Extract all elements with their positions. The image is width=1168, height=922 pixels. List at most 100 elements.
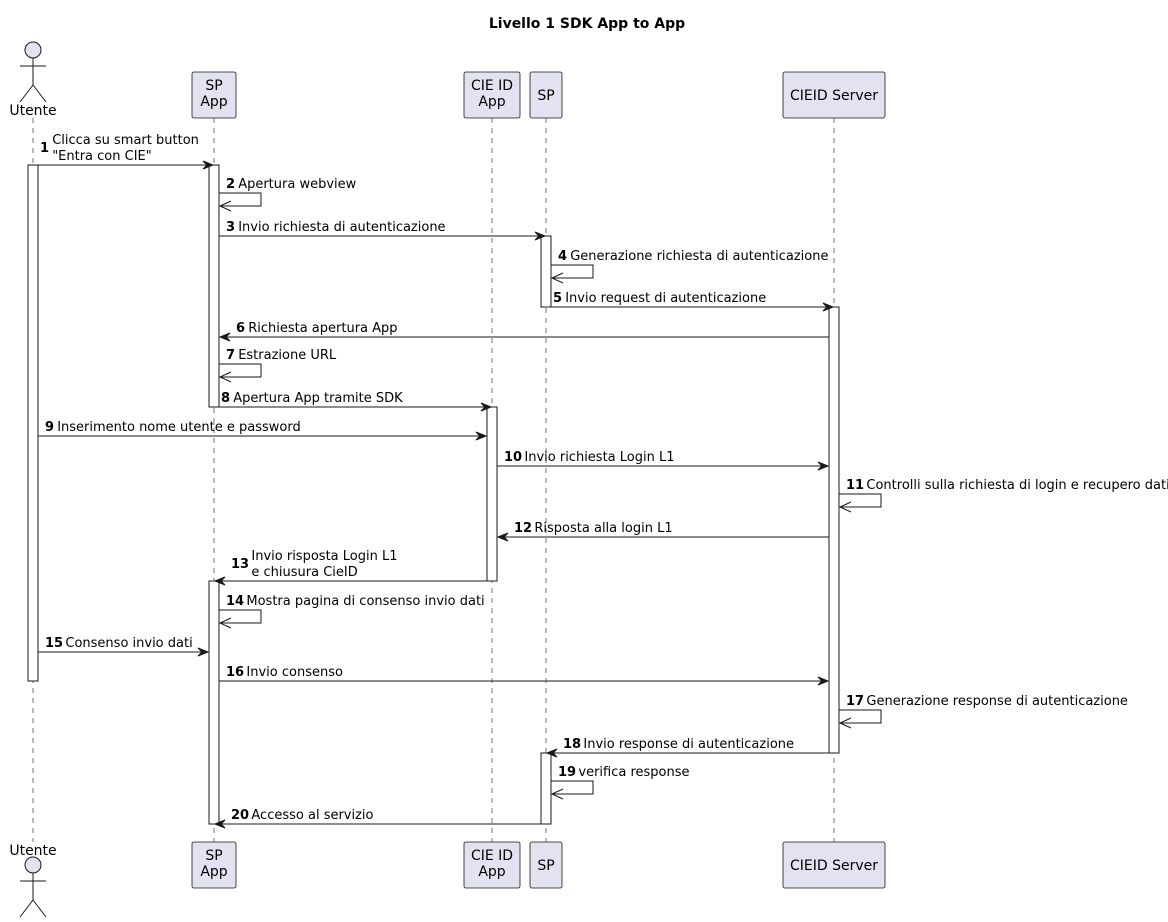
participant-label: Utente [9,843,56,859]
message-number: 14 [226,594,244,609]
activation-bar [208,580,220,825]
participant-label: App [200,94,227,110]
message-number: 1 [40,141,49,156]
participant-label: SP [537,88,554,104]
message-label: verifica response [578,765,689,780]
message-label: Controlli sulla richiesta di login e rec… [866,478,1168,493]
participant-sp-bottom: SP [529,841,563,889]
arrow-head [218,200,232,212]
message-number: 2 [226,177,235,192]
message-label: Invio response di autenticazione [583,737,794,752]
message-number: 6 [236,321,245,336]
message-label: Apertura webview [238,177,356,192]
activation-bar [486,406,498,582]
participant-box [782,841,886,889]
arrow-head [197,647,210,657]
participant-label: App [478,864,505,880]
message-number: 16 [226,665,244,680]
activation-bar [540,752,552,825]
message-label: Invio richiesta Login L1 [524,450,674,465]
actor-body [19,58,47,103]
participant-label: CIEID Server [790,858,878,874]
participant-cieidserver-top: CIEID Server [782,71,886,119]
participant-label: CIEID Server [790,88,878,104]
participant-cieidserver-bottom: CIEID Server [782,841,886,889]
message-number: 5 [553,291,562,306]
message-label: e chiusura CieID [251,565,357,580]
arrow-head [550,788,564,800]
participant-label: SP [537,858,554,874]
arrow-head [545,748,558,758]
arrow-head [550,272,564,284]
arrow-head [838,501,852,513]
participant-label: CIE ID [471,848,513,864]
arrow-head [218,371,232,383]
message-label: Estrazione URL [238,348,337,363]
arrow-head [202,160,215,170]
message-number: 12 [514,521,532,536]
participant-label: App [478,94,505,110]
self-arrow [551,780,594,795]
message-number: 8 [221,391,230,406]
message-label: Consenso invio dati [65,636,192,651]
arrow-head [534,231,547,241]
message-number: 17 [846,694,864,709]
participant-box [191,841,237,889]
participant-utente-top: Utente [9,41,57,119]
actor-body [19,873,47,918]
participant-sp-top: SP [529,71,563,119]
message-label: Risposta alla login L1 [534,521,672,536]
activation-bar [540,235,552,308]
message-number: 10 [504,450,522,465]
participant-label: SP [205,848,222,864]
message-label: Generazione richiesta di autenticazione [570,249,828,264]
message-number: 7 [226,348,235,363]
message-label: Inserimento nome utente e password [57,420,301,435]
activation-bar [828,306,840,754]
participant-label: SP [205,78,222,94]
arrow-head [817,676,830,686]
message-label: Invio richiesta di autenticazione [238,220,445,235]
participant-label: App [200,864,227,880]
self-arrow [839,709,882,724]
message-label: Generazione response di autenticazione [866,694,1128,709]
message-label: Mostra pagina di consenso invio dati [246,594,484,609]
participant-box [529,71,563,119]
self-arrow [219,192,262,207]
participant-label: Utente [9,103,56,119]
message-number: 15 [45,636,63,651]
participant-box [529,841,563,889]
message-label: Richiesta apertura App [248,321,397,336]
self-arrow [551,264,594,279]
arrow-head [218,617,232,629]
arrow-head [496,532,509,542]
message-number: 20 [231,808,249,823]
message-label: Invio risposta Login L1 [251,549,397,564]
arrow-head [213,819,226,829]
arrow-head [822,302,835,312]
arrow-head [838,717,852,729]
diagram-title: Livello 1 SDK App to App [489,16,685,32]
message-label: Apertura App tramite SDK [233,391,403,406]
actor-icon [24,41,42,59]
self-arrow [839,493,882,508]
message-label: Invio consenso [246,665,343,680]
message-number: 9 [45,420,54,435]
